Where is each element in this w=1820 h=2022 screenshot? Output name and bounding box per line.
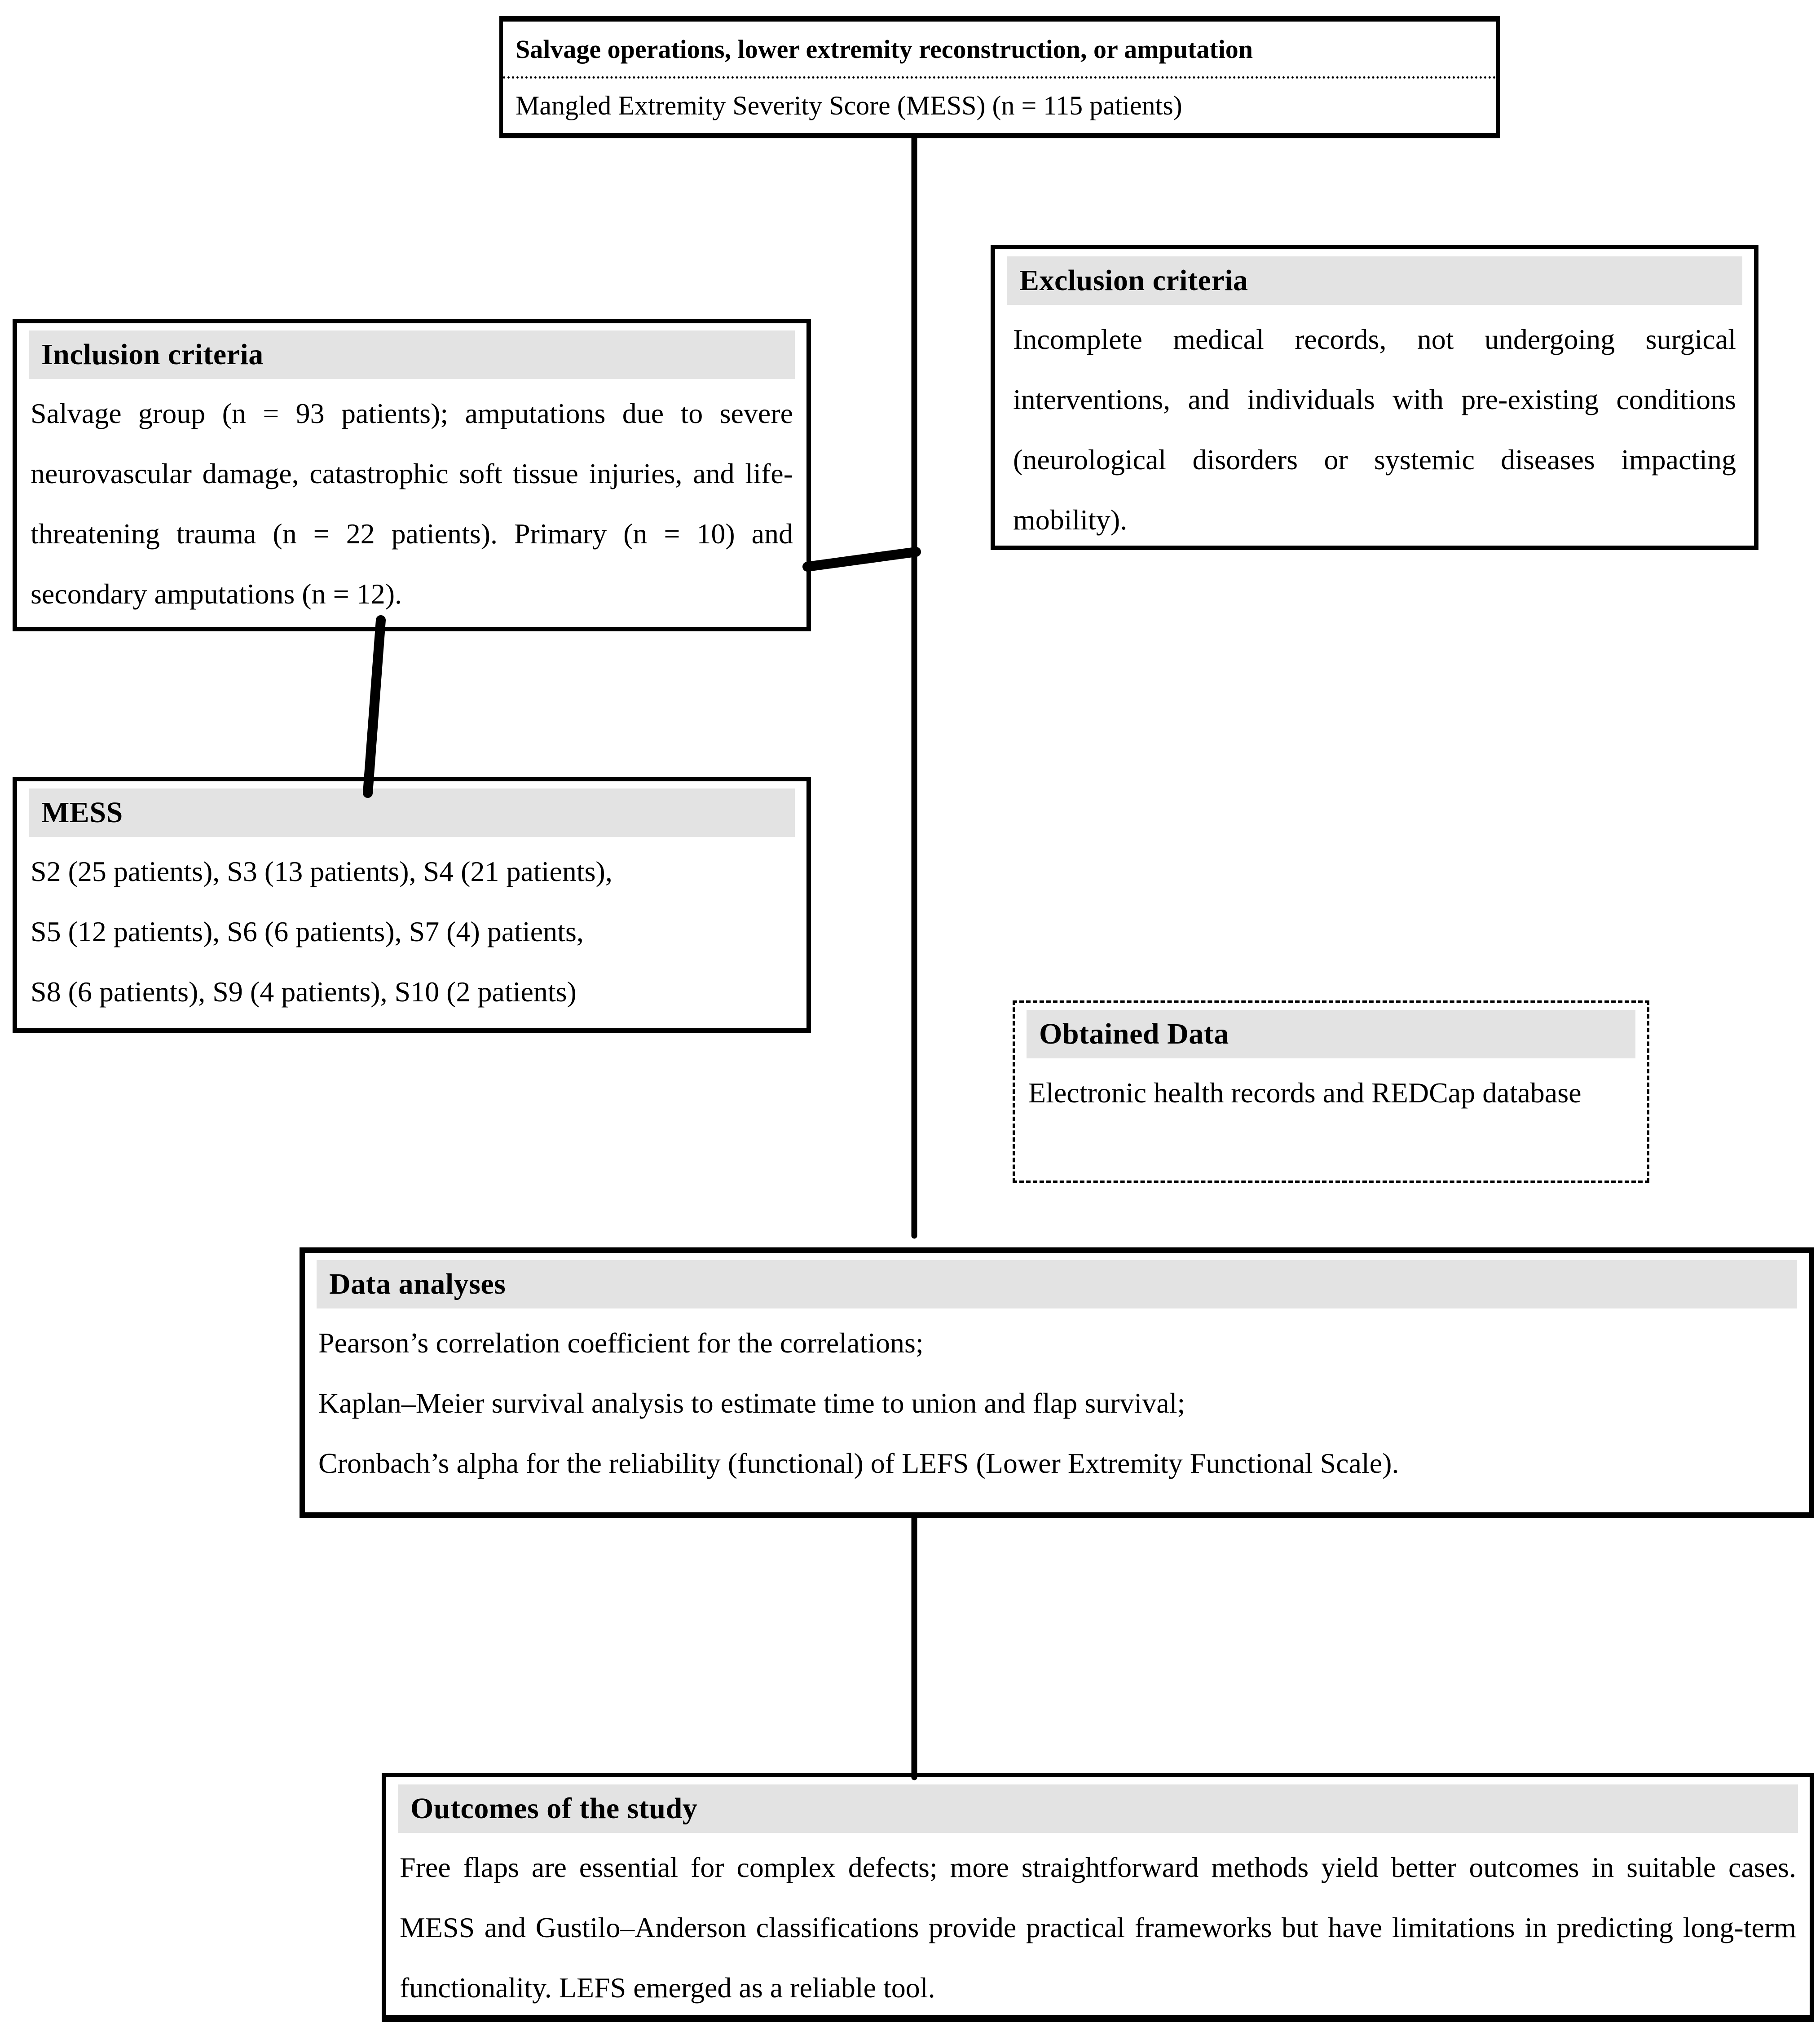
outcomes-header: Outcomes of the study bbox=[398, 1784, 1798, 1833]
mess-line: S2 (25 patients), S3 (13 patients), S4 (… bbox=[31, 855, 613, 887]
inclusion-criteria-box: Inclusion criteria Salvage group (n = 93… bbox=[13, 319, 811, 631]
exclusion-criteria-body: Incomplete medical records, not undergoi… bbox=[1013, 323, 1736, 536]
data-analyses-line: Kaplan–Meier survival analysis to estima… bbox=[318, 1387, 1185, 1419]
mess-box: MESS S2 (25 patients), S3 (13 patients),… bbox=[13, 777, 811, 1033]
exclusion-criteria-header: Exclusion criteria bbox=[1007, 256, 1742, 305]
mess-line: S8 (6 patients), S9 (4 patients), S10 (2… bbox=[31, 976, 577, 1008]
obtained-data-header: Obtained Data bbox=[1027, 1010, 1635, 1058]
outcomes-body: Free flaps are essential for complex def… bbox=[400, 1851, 1796, 2004]
obtained-data-body: Electronic health records and REDCap dat… bbox=[1028, 1077, 1582, 1109]
data-analyses-box: Data analyses Pearson’s correlation coef… bbox=[300, 1247, 1814, 1518]
data-analyses-line: Cronbach’s alpha for the reliability (fu… bbox=[318, 1447, 1399, 1479]
outcomes-box: Outcomes of the study Free flaps are ess… bbox=[382, 1773, 1814, 2022]
flow-line-inclusion-to-main bbox=[802, 547, 921, 572]
obtained-data-box: Obtained Data Electronic health records … bbox=[1013, 1000, 1649, 1183]
inclusion-criteria-header: Inclusion criteria bbox=[29, 330, 795, 379]
data-analyses-line: Pearson’s correlation coefficient for th… bbox=[318, 1327, 924, 1359]
data-analyses-body: Pearson’s correlation coefficient for th… bbox=[318, 1313, 1795, 1493]
mess-line: S5 (12 patients), S6 (6 patients), S7 (4… bbox=[31, 916, 584, 947]
entry-box-subtitle: Mangled Extremity Severity Score (MESS) … bbox=[516, 90, 1182, 120]
exclusion-criteria-box: Exclusion criteria Incomplete medical re… bbox=[991, 245, 1758, 550]
entry-box: Salvage operations, lower extremity reco… bbox=[499, 16, 1500, 138]
entry-box-title: Salvage operations, lower extremity reco… bbox=[503, 22, 1496, 79]
mess-body: S2 (25 patients), S3 (13 patients), S4 (… bbox=[31, 841, 793, 1022]
data-analyses-header: Data analyses bbox=[317, 1260, 1797, 1308]
flow-line-inclusion-to-mess bbox=[363, 615, 386, 798]
mess-header: MESS bbox=[29, 789, 795, 837]
inclusion-criteria-body: Salvage group (n = 93 patients); amputat… bbox=[31, 397, 793, 610]
